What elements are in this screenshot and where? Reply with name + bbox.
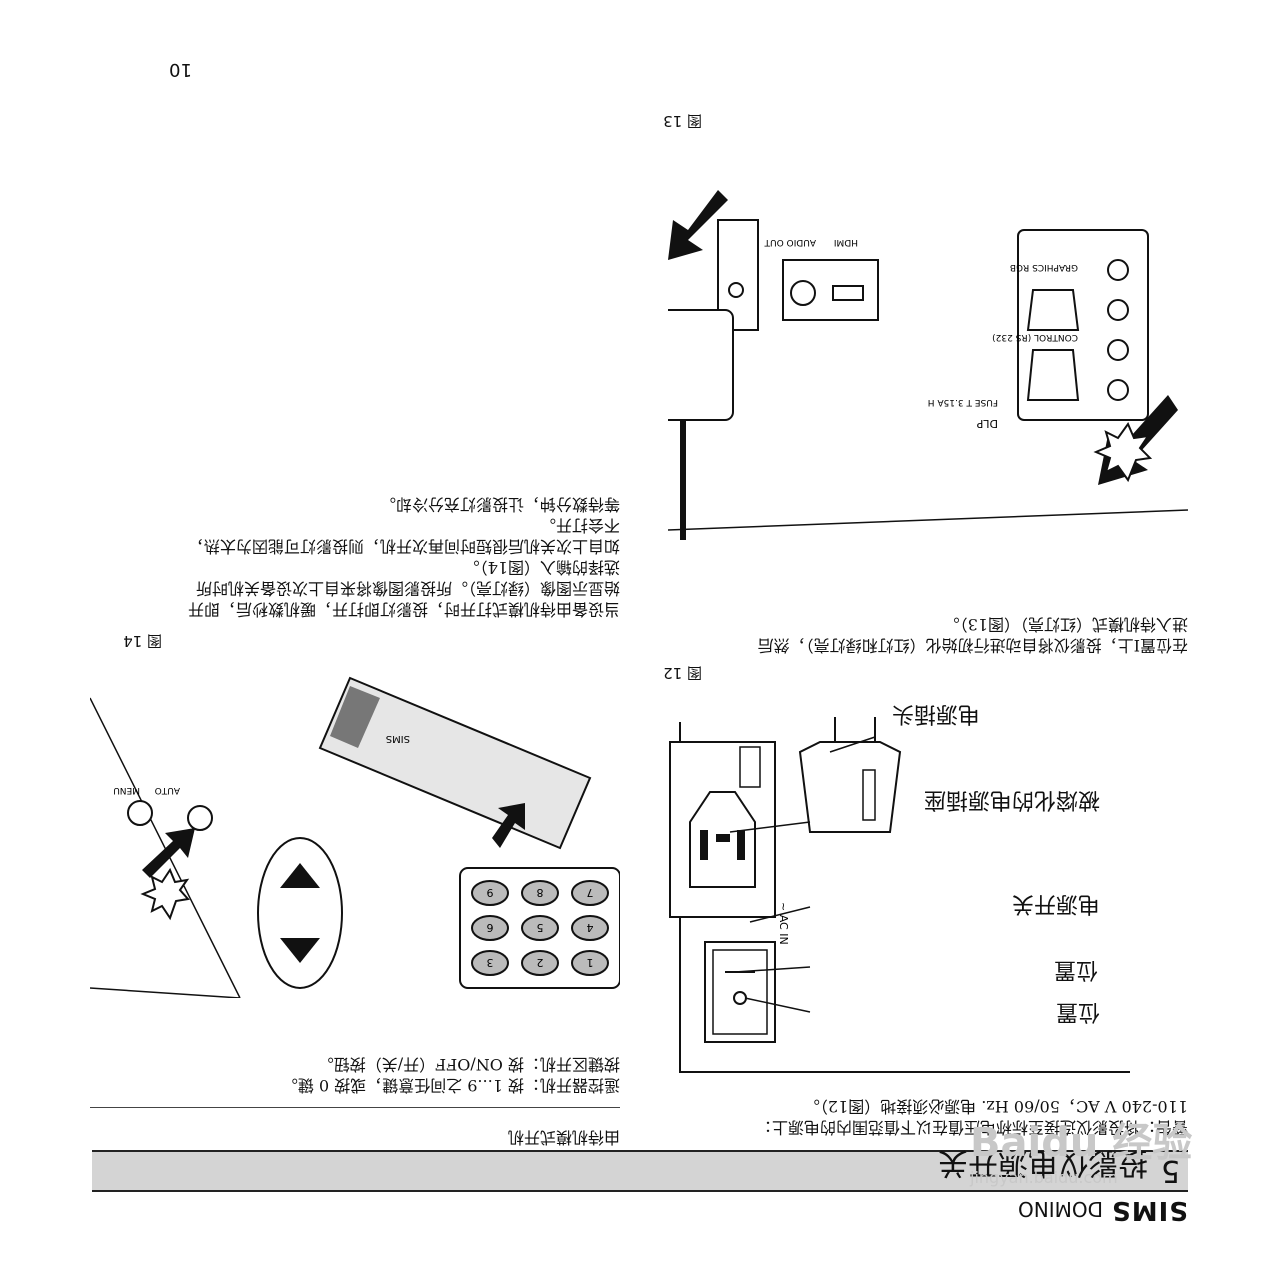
step-remote: 遥控器开机：按 1...9 之间任意键，或按 0 键。: [281, 1076, 620, 1095]
figure-13-illustration: DLP FUSE T 3.15A H HDMI AUDIO OUT GRAPHI…: [668, 190, 1188, 540]
key-label: 9: [487, 886, 494, 899]
figure-12-illustration: ~ AC IN: [669, 717, 1130, 1073]
hdmi-label: HDMI: [834, 237, 858, 247]
keypad-key: [571, 950, 609, 976]
body-line: 选择的输入（图14）。: [463, 558, 620, 577]
callout-power-plug: 电源插头: [891, 701, 980, 726]
steps-list: 遥控器开机：按 1...9 之间任意键，或按 0 键。 按键区开机：按 ON/O…: [90, 1054, 620, 1096]
body-line: 始显示图像（绿灯亮）。所投影图像将来自上次设备关机时所: [195, 579, 620, 598]
key-label: 7: [587, 886, 594, 899]
vga-port: [1026, 349, 1080, 401]
plug-cable: [834, 717, 876, 742]
leader-line: [749, 906, 811, 923]
led-flash-icon: [1093, 421, 1153, 483]
callout-power-switch: 电源开关: [1011, 891, 1100, 916]
keypad-key: [471, 950, 509, 976]
power-plug: [668, 309, 734, 421]
subheading: 由待机模式开机: [507, 1128, 620, 1147]
keypad-buttons: 1 2 3 4 5 6 7 8 9: [471, 880, 609, 976]
arrow-icon: [142, 828, 195, 878]
figure-13-caption: 图 13: [663, 112, 702, 130]
rca-jack: [1107, 339, 1129, 361]
keypad-key: [571, 880, 609, 906]
remote-tip: [330, 686, 380, 748]
auto-label: AUTO: [155, 785, 180, 795]
audio-out-jack: [790, 280, 816, 306]
socket-pin: [716, 834, 730, 842]
watermark-url: jingyan.baidu.com: [970, 1168, 1118, 1187]
page-number: 10: [169, 59, 192, 80]
step-keypad: 按键区开机：按 ON/OFF（开/关）按钮。: [317, 1055, 620, 1074]
hdmi-port: [832, 285, 864, 301]
leader-line: [744, 997, 811, 1013]
body-line: 进入待机模式（红灯亮）（图13）。: [943, 615, 1188, 634]
panel-button: [127, 800, 153, 826]
panel-button: [187, 805, 213, 831]
key-label: 3: [487, 956, 494, 969]
body-paragraph: 在位置I上，投影仪将自动进行初始化（红灯和绿灯亮），然后 进入待机模式（红灯亮）…: [648, 614, 1188, 656]
dlp-label: DLP: [976, 417, 998, 430]
arrow-icon: [492, 803, 525, 848]
callout-fused-socket: 被熔化的电源插座: [923, 787, 1100, 812]
figure-14-caption: 图 14: [123, 632, 162, 650]
up-arrow-icon: [280, 938, 320, 963]
ac-in-label: ~ AC IN: [777, 902, 790, 945]
fuse-label: FUSE T 3.15A H: [928, 397, 998, 407]
plug-grip: [862, 769, 876, 821]
body-paragraph: 当设备由待机模式打开时，投影灯即打开，暖机数秒后，即开 始显示图像（绿灯亮）。所…: [90, 494, 620, 620]
figure-14-illustration: 1 2 3 4 5 6 7 8 9 SIMS AUTO MENU: [90, 676, 620, 998]
callout-position-i: 位置: [1053, 957, 1098, 982]
rca-jack: [1107, 299, 1129, 321]
menu-label: MENU: [113, 785, 140, 795]
figure-12-caption: 图 12: [663, 664, 702, 682]
key-label: 8: [537, 886, 544, 899]
key-label: 2: [537, 956, 544, 969]
rgb-label: GRAPHICS RGB: [1010, 262, 1078, 272]
keypad-key: [521, 950, 559, 976]
remote-brand: SIMS: [386, 733, 410, 744]
control-label: CONTROL (RS 232): [992, 332, 1078, 342]
power-switch-rocker: [712, 949, 768, 1035]
key-label: 1: [587, 956, 594, 969]
arrow-keys-oval: [257, 837, 343, 989]
divider: [90, 1107, 620, 1108]
body-line: 如自上次关机后很短时间再次开机，则投影灯可能因为太热，: [187, 537, 620, 556]
panel-edge: [668, 509, 1188, 531]
switch-mark-o: [728, 282, 744, 298]
keypad-key: [521, 915, 559, 941]
power-plug: [798, 741, 902, 833]
serial-port: [1026, 289, 1080, 331]
leader-line: [729, 821, 811, 833]
watermark: Baidu 经验 jingyan.baidu.com: [970, 1110, 1210, 1205]
body-line: 在位置I上，投影仪将自动进行初始化（红灯和绿灯亮），然后: [757, 636, 1188, 655]
socket-pin: [737, 830, 745, 860]
fuse-holder: [739, 746, 761, 788]
leader-line: [829, 736, 876, 753]
socket-pin: [700, 830, 708, 860]
rca-jack: [1107, 259, 1129, 281]
body-line: 不会打开。: [539, 516, 620, 535]
watermark-logo: Baidu 经验: [970, 1120, 1193, 1166]
body-line: 等待数分钟，让投影灯充分冷却。: [379, 495, 620, 514]
down-arrow-icon: [280, 863, 320, 888]
callout-position-o: 位置: [1055, 999, 1100, 1024]
key-label: 4: [587, 921, 594, 934]
keypad-key: [521, 880, 559, 906]
leader-line: [734, 966, 811, 973]
led-flash-icon: [140, 867, 190, 921]
keypad-key: [571, 915, 609, 941]
key-label: 6: [487, 921, 494, 934]
key-label: 5: [537, 921, 544, 934]
panel-edge: [90, 697, 241, 998]
audio-label: AUDIO OUT: [764, 237, 816, 247]
keypad-key: [471, 915, 509, 941]
body-line: 当设备由待机模式打开时，投影灯即打开，暖机数秒后，即开: [187, 600, 620, 619]
keypad-key: [471, 880, 509, 906]
arrow-icon: [668, 190, 728, 260]
rca-jack: [1107, 379, 1129, 401]
